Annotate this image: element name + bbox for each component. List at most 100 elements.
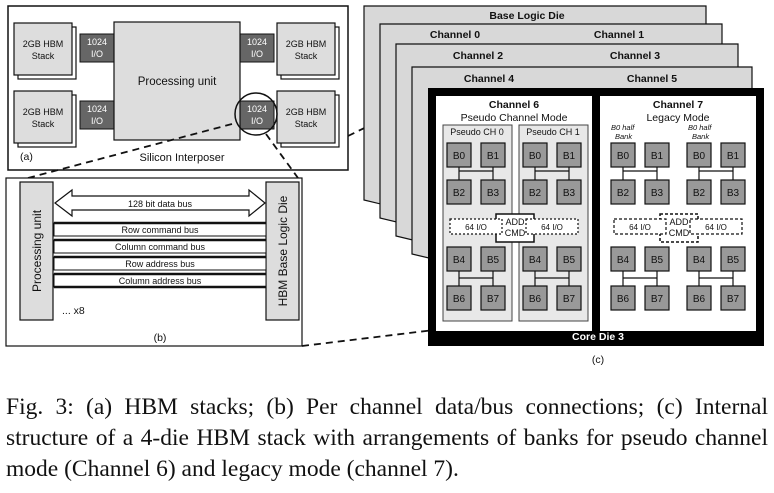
hbm-stack-top-right: 2GB HBM Stack xyxy=(276,22,340,80)
bank-b0 xyxy=(522,142,548,168)
bank-b2 xyxy=(686,179,712,205)
zoom-line-c-bottom xyxy=(301,329,435,347)
bank-label: B1 xyxy=(727,151,740,162)
add-cmd-label: ADD xyxy=(505,217,525,227)
die-label: Channel 2 xyxy=(453,50,503,62)
hbm-stack-label-line2: Stack xyxy=(295,51,318,61)
processing-unit-label: Processing unit xyxy=(138,76,217,88)
die-label: Base Logic Die xyxy=(489,10,564,22)
bank-label: B6 xyxy=(693,294,706,305)
die-label: Channel 0 xyxy=(430,29,480,41)
column-command-bus: Column command bus xyxy=(53,238,267,254)
bank-b3 xyxy=(720,179,746,205)
bank-b1 xyxy=(644,142,670,168)
half-bank-label: Bank xyxy=(692,132,710,141)
bank-b3 xyxy=(480,179,506,205)
bank-label: B6 xyxy=(453,294,466,305)
die-label: Channel 1 xyxy=(594,29,644,41)
bank-label: B2 xyxy=(529,188,542,199)
io64-label: 64 I/O xyxy=(705,223,727,232)
io-label: I/O xyxy=(251,49,263,59)
bank-b5 xyxy=(556,246,582,272)
bank-label: B0 xyxy=(693,151,706,162)
io64-label: 64 I/O xyxy=(465,223,487,232)
hbm-stack-label-line1: 2GB HBM xyxy=(23,107,64,117)
io-label: 1024 xyxy=(247,37,267,47)
half-bank-label: Bank xyxy=(615,132,633,141)
bank-label: B3 xyxy=(727,188,740,199)
io-label: 1024 xyxy=(87,104,107,114)
bank-label: B2 xyxy=(617,188,630,199)
bank-label: B5 xyxy=(487,255,500,266)
half-bank-label: B0 half xyxy=(611,123,635,132)
zoom-line-c-top xyxy=(347,93,435,137)
bank-b1 xyxy=(556,142,582,168)
channel-7-mode: Legacy Mode xyxy=(646,112,709,124)
processing-unit-block xyxy=(113,21,241,141)
io-block-bottom-left: 1024 I/O xyxy=(79,100,115,130)
column-address-bus: Column address bus xyxy=(53,272,267,289)
panel-b-label: (b) xyxy=(154,332,167,344)
bank-label: B1 xyxy=(487,151,500,162)
data-bus-arrow xyxy=(54,188,266,218)
bank-b1 xyxy=(720,142,746,168)
io64-box xyxy=(449,218,503,235)
core-die-label: Core Die 3 xyxy=(572,331,624,343)
hbm-stack-bottom-left: 2GB HBM Stack xyxy=(13,90,77,148)
bank-label: B5 xyxy=(651,255,664,266)
bank-label: B2 xyxy=(693,188,706,199)
bank-b5 xyxy=(644,246,670,272)
processing-unit-vertical-label: Processing unit xyxy=(30,209,44,292)
figure-caption: Fig. 3: (a) HBM stacks; (b) Per channel … xyxy=(6,394,768,482)
hbm-stack-bottom-right: 2GB HBM Stack xyxy=(276,90,340,148)
panel-c: Base Logic Die Channel 0 Channel 1 Chann… xyxy=(363,5,764,366)
bank-b4 xyxy=(686,246,712,272)
bus-multiplier-label: ... x8 xyxy=(62,305,85,317)
bank-b2 xyxy=(446,179,472,205)
io64-label: 64 I/O xyxy=(629,223,651,232)
bank-b5 xyxy=(480,246,506,272)
io-block-top-right: 1024 I/O xyxy=(239,33,275,63)
bank-b2 xyxy=(610,179,636,205)
io64-label: 64 I/O xyxy=(541,223,563,232)
bank-label: B7 xyxy=(563,294,576,305)
pseudo-ch-0-label: Pseudo CH 0 xyxy=(450,127,504,137)
hbm-stack-label-line2: Stack xyxy=(32,119,55,129)
io-label: I/O xyxy=(91,116,103,126)
bank-label: B4 xyxy=(529,255,542,266)
io64-box xyxy=(689,218,743,235)
bank-b6 xyxy=(522,285,548,311)
bank-b0 xyxy=(610,142,636,168)
panel-a-label: (a) xyxy=(20,151,33,163)
bank-b4 xyxy=(446,246,472,272)
bank-label: B6 xyxy=(529,294,542,305)
io-block-bottom-right: 1024 I/O xyxy=(239,100,275,130)
bank-label: B3 xyxy=(487,188,500,199)
bank-label: B0 xyxy=(453,151,466,162)
hbm-base-logic-die-vertical-label: HBM Base Logic Die xyxy=(276,195,290,306)
add-cmd-label: CMD xyxy=(505,228,526,238)
bank-label: B4 xyxy=(453,255,466,266)
panel-b: Processing unit HBM Base Logic Die 128 b… xyxy=(5,177,303,347)
hbm-stack-label-line2: Stack xyxy=(32,51,55,61)
half-bank-label: B0 half xyxy=(688,123,712,132)
bank-label: B0 xyxy=(617,151,630,162)
hbm-stack-top-left: 2GB HBM Stack xyxy=(13,22,77,80)
bank-label: B2 xyxy=(453,188,466,199)
hbm-stack-label-line1: 2GB HBM xyxy=(286,107,327,117)
hbm-base-logic-die-bar xyxy=(265,181,300,321)
bank-label: B4 xyxy=(617,255,630,266)
panel-c-label: (c) xyxy=(592,354,604,366)
silicon-interposer-label: Silicon Interposer xyxy=(140,152,225,164)
die-label: Channel 3 xyxy=(610,50,660,62)
bank-label: B1 xyxy=(651,151,664,162)
bank-label: B7 xyxy=(727,294,740,305)
io-label: I/O xyxy=(91,49,103,59)
hbm-stack-label-line1: 2GB HBM xyxy=(286,39,327,49)
bank-b7 xyxy=(480,285,506,311)
